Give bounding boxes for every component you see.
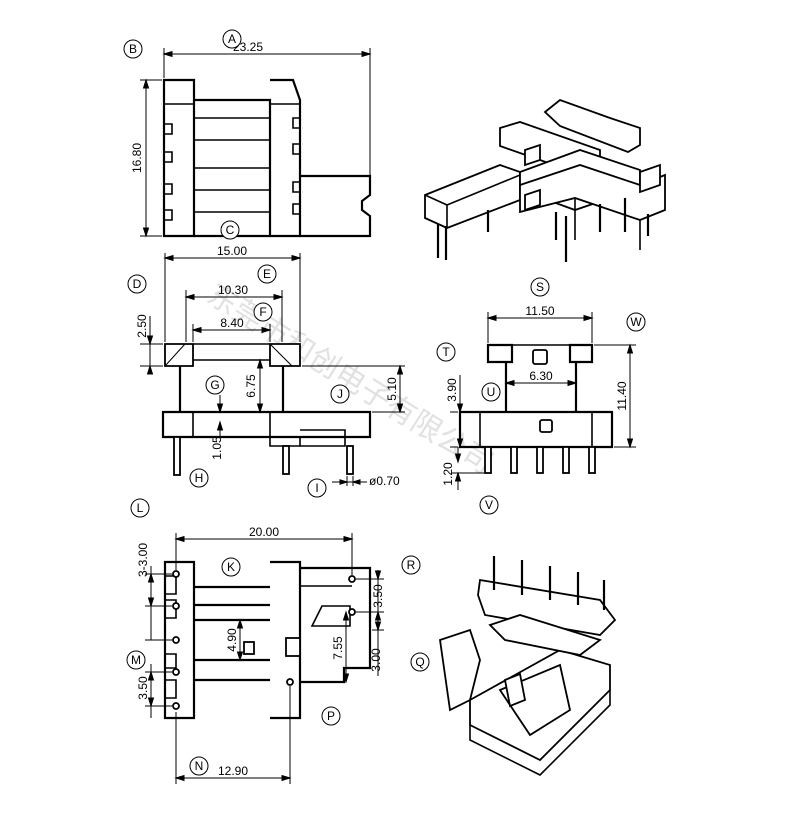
dim-side-height: 11.40 [615, 381, 629, 410]
dim-side-body: 3.90 [445, 378, 459, 402]
isometric-view-bottom [439, 556, 617, 776]
label-u: U [487, 385, 496, 399]
label-n: N [195, 759, 204, 773]
label-a: A [228, 32, 236, 46]
label-i: I [315, 481, 318, 495]
label-p: P [327, 709, 335, 723]
top-view: 23.25 16.80 [130, 40, 372, 238]
callout-labels: A B C D E F G H I J K L M N P Q R S T U … [123, 29, 646, 776]
dim-side-width: 11.50 [525, 304, 554, 318]
label-e: E [263, 267, 271, 281]
dim-bottom-right-low: 3.00 [369, 648, 383, 672]
label-c: C [226, 223, 235, 237]
label-b: B [129, 42, 137, 56]
label-m: M [131, 653, 141, 667]
bottom-view: 20.00 3-3.00 3.50 4.90 7.55 3.00 3.50 [136, 525, 385, 784]
front-view: 15.00 10.30 8.40 2.50 6.75 5.10 1.05 [135, 244, 405, 488]
label-j: J [337, 387, 343, 401]
dim-top-height: 16.80 [130, 143, 144, 173]
isometric-view-top [424, 98, 666, 262]
dim-bottom-pitch-right: 3.50 [371, 584, 385, 608]
label-q: Q [415, 655, 424, 669]
dim-top-width: 23.25 [233, 40, 263, 54]
dim-front-window: 6.75 [244, 374, 258, 398]
label-t: T [442, 345, 450, 359]
label-h: H [195, 471, 204, 485]
label-w: W [630, 315, 642, 329]
label-r: R [407, 558, 416, 572]
dim-pin-diameter: ø0.70 [369, 474, 400, 488]
label-l: L [137, 501, 144, 515]
dim-front-width: 15.00 [217, 244, 247, 258]
dim-front-height: 5.10 [385, 377, 399, 401]
dim-front-inner: 10.30 [218, 283, 248, 297]
dim-bottom-core: 4.90 [225, 628, 239, 652]
label-d: D [133, 277, 142, 291]
label-f: F [259, 305, 266, 319]
dim-bottom-pitch-left-low: 3.50 [136, 676, 150, 700]
label-k: K [227, 560, 235, 574]
dim-side-core: 6.30 [529, 369, 553, 383]
dim-bottom-mid: 7.55 [331, 636, 345, 660]
label-g: G [210, 378, 219, 392]
dim-bottom-pitch-left: 3-3.00 [136, 543, 150, 577]
label-s: S [536, 280, 544, 294]
dim-front-flange: 2.50 [135, 314, 149, 338]
dim-side-pin: 1.20 [441, 462, 455, 486]
label-v: V [485, 498, 493, 512]
side-view: 11.50 6.30 3.90 11.40 1.20 [441, 304, 636, 490]
dim-bottom-base: 12.90 [218, 764, 248, 778]
dim-bottom-width: 20.00 [249, 525, 279, 539]
dim-front-base: 1.05 [210, 436, 224, 460]
dim-front-core: 8.40 [220, 316, 244, 330]
